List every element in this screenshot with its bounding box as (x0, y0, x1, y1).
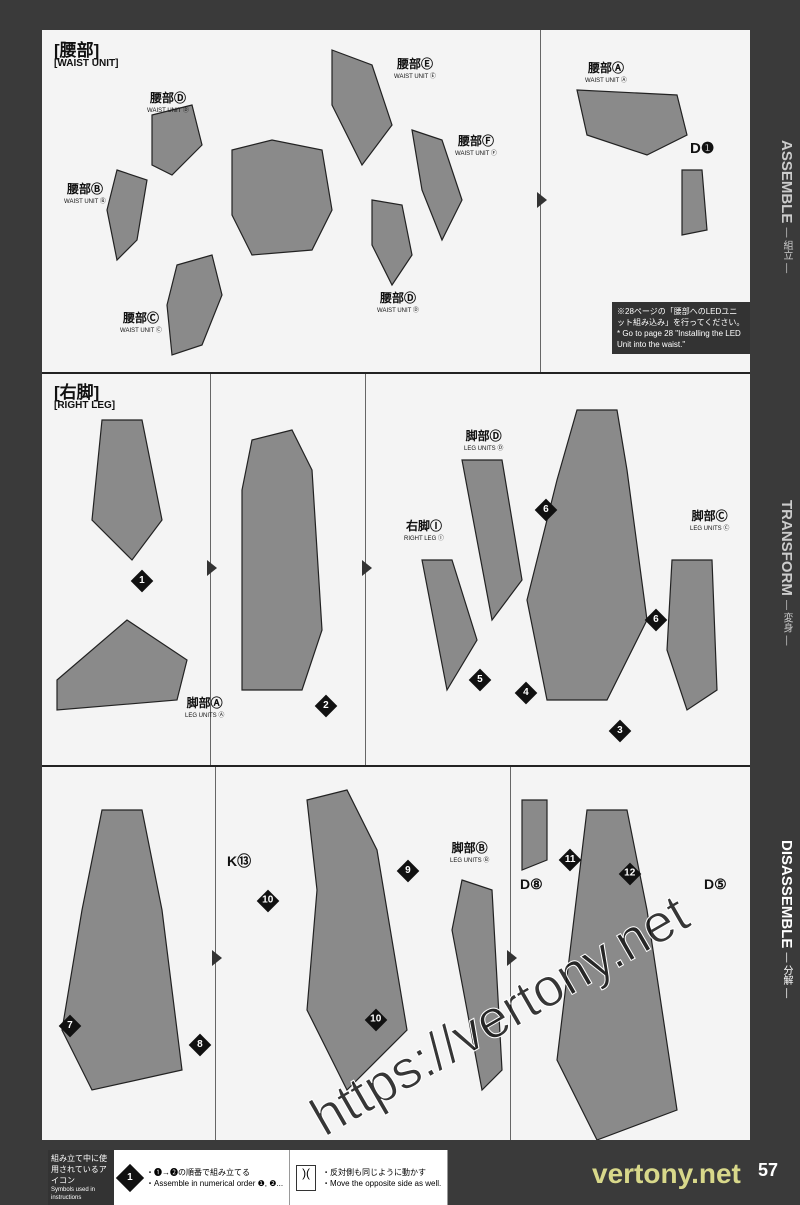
numbered-step-icon: 1 (115, 1163, 145, 1192)
side-tab-assemble: ASSEMBLE — 組立 — (778, 140, 795, 274)
next-arrow-icon (507, 950, 517, 966)
note-en: * Go to page 28 "Installing the LED Unit… (617, 329, 741, 349)
part-illustrations (56, 49, 718, 1140)
mirror-icon: )( (296, 1164, 317, 1191)
section-title-waist: [腰部] (54, 41, 100, 60)
next-arrow-icon (207, 560, 217, 576)
section-subtitle-right-leg: [RIGHT LEG] (54, 400, 116, 411)
legend-assemble-order: 1 ・❶→❷の順番で組み立てる・Assemble in numerical or… (114, 1150, 291, 1205)
next-arrow-icon (537, 192, 547, 208)
part-label: D⑤ (704, 876, 727, 892)
section-divider (42, 372, 750, 374)
section-title-right-leg: [右脚] (54, 383, 100, 402)
next-arrow-icon (212, 950, 222, 966)
part-label: D⑧ (520, 876, 543, 892)
next-arrow-icon (362, 560, 372, 576)
part-label: D❶ (690, 140, 715, 157)
page-number: 57 (758, 1160, 779, 1180)
legend-opposite-side: )( ・反対側も同じように動かす・Move the opposite side … (290, 1150, 449, 1205)
led-note-box: ※28ページの「腰部へのLEDユニット組み込み」を行ってください。 * Go t… (612, 302, 750, 354)
side-tab-transform: TRANSFORM — 変身 — (778, 500, 795, 646)
side-tab-disassemble: DISASSEMBLE — 分解 — (778, 840, 795, 999)
brand-watermark: vertony.net (592, 1158, 741, 1189)
section-subtitle-waist: [WAIST UNIT] (54, 58, 119, 69)
part-label: K⑬ (227, 853, 252, 869)
note-jp: ※28ページの「腰部へのLEDユニット組み込み」を行ってください。 (617, 307, 745, 327)
section-divider (42, 765, 750, 767)
